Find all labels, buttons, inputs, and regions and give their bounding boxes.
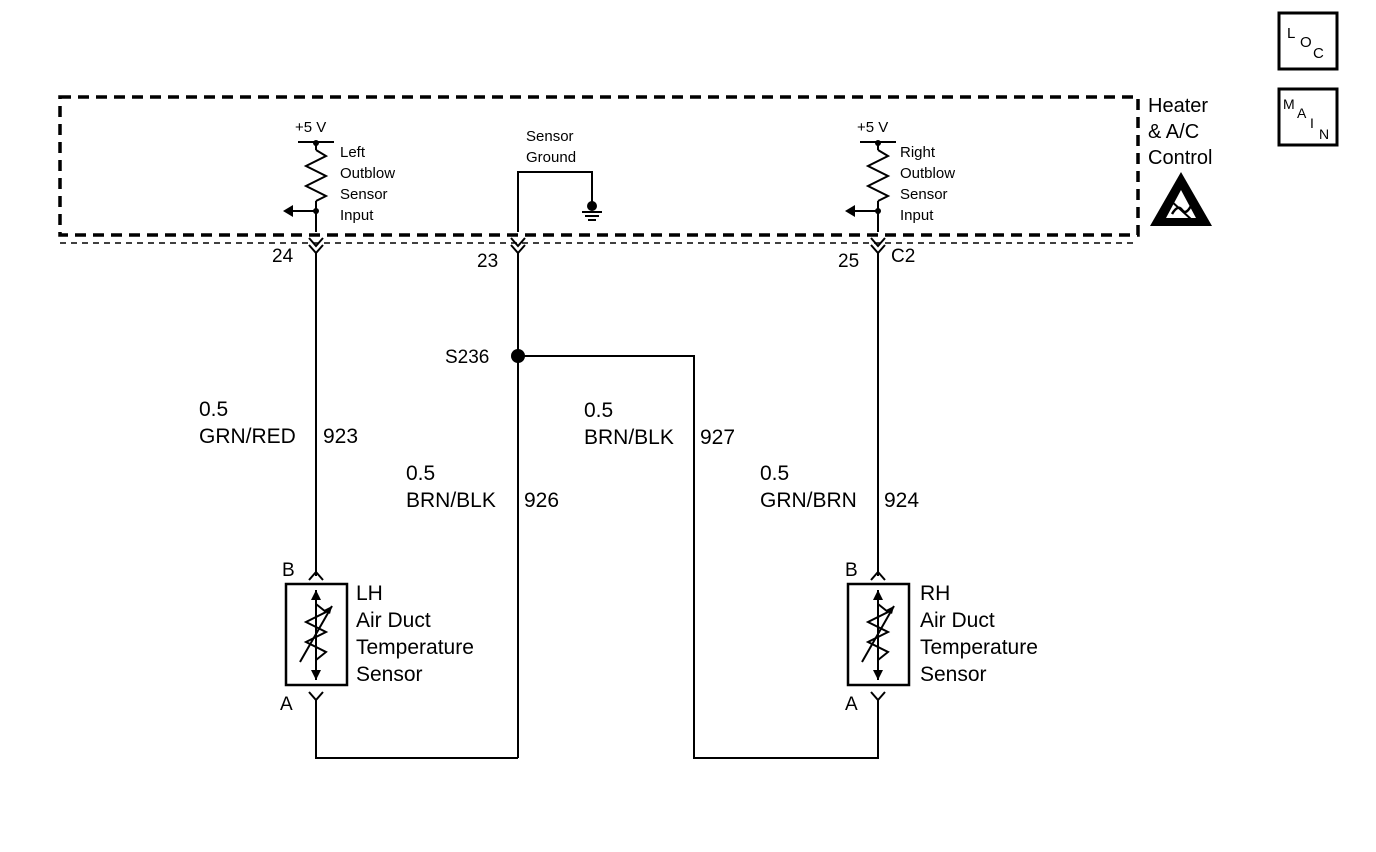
wire-circuit: 927 — [700, 426, 735, 449]
splice-s236: S236 — [445, 347, 525, 368]
wire-circuit: 926 — [524, 489, 559, 512]
splice-label: S236 — [445, 347, 489, 368]
lh-sensor-label: Air Duct — [356, 609, 431, 632]
connector-c2: 24 23 25 C2 — [272, 237, 915, 272]
rh-sensor-label: Temperature — [920, 636, 1038, 659]
rh-sensor-label: Air Duct — [920, 609, 995, 632]
wire-color: BRN/BLK — [584, 426, 674, 449]
wire-926-label: 0.5 BRN/BLK 926 — [406, 462, 559, 512]
main-button-letter: A — [1297, 105, 1307, 121]
main-button-letter: N — [1319, 126, 1329, 142]
left-input-label: Input — [340, 207, 374, 224]
rh-sensor-label: Sensor — [920, 663, 987, 686]
right-input-label: Sensor — [900, 186, 948, 203]
wire-color: BRN/BLK — [406, 489, 496, 512]
left-input-circuit: +5 V Left Outblow Sensor Input — [283, 119, 395, 232]
rh-pin-b-label: B — [845, 560, 858, 581]
wire-size: 0.5 — [406, 462, 435, 485]
esd-warning-icon — [1150, 172, 1212, 226]
wire-927-label: 0.5 BRN/BLK 927 — [584, 399, 735, 449]
right-input-label: Right — [900, 144, 936, 161]
wire-circuit: 924 — [884, 489, 919, 512]
left-input-label: Outblow — [340, 165, 395, 182]
left-supply-label: +5 V — [295, 119, 326, 136]
main-button-letter: M — [1283, 96, 1295, 112]
wire-923-label: 0.5 GRN/RED 923 — [199, 398, 358, 448]
rh-pin-a-label: A — [845, 694, 858, 715]
sensor-ground-label: Ground — [526, 149, 576, 166]
lh-pin-b-label: B — [282, 560, 295, 581]
pin-24-label: 24 — [272, 246, 294, 267]
loc-button-letter: O — [1300, 34, 1312, 51]
wires — [315, 253, 879, 759]
wire-size: 0.5 — [584, 399, 613, 422]
left-input-label: Sensor — [340, 186, 388, 203]
module-name: Heater & A/C Control — [1148, 95, 1212, 169]
wire-color: GRN/RED — [199, 425, 296, 448]
wire-circuit: 923 — [323, 425, 358, 448]
module-boundary — [58, 95, 1140, 244]
right-input-label: Outblow — [900, 165, 955, 182]
lh-air-duct-temperature-sensor: B A LH Air Duct Temperature Sensor — [280, 560, 474, 715]
rh-sensor-label: RH — [920, 582, 950, 605]
lh-sensor-label: Temperature — [356, 636, 474, 659]
loc-button-letter: L — [1287, 25, 1295, 42]
loc-button-letter: C — [1313, 45, 1324, 62]
lh-sensor-label: LH — [356, 582, 383, 605]
module-name-line: & A/C — [1148, 121, 1199, 143]
lh-pin-a-label: A — [280, 694, 293, 715]
sensor-ground-circuit: Sensor Ground — [517, 128, 602, 232]
connector-c2-label: C2 — [891, 246, 915, 267]
right-supply-label: +5 V — [857, 119, 888, 136]
right-input-circuit: +5 V Right Outblow Sensor Input — [845, 119, 955, 232]
pin-25-label: 25 — [838, 251, 859, 272]
module-name-line: Control — [1148, 147, 1212, 169]
loc-button[interactable]: L O C — [1277, 11, 1339, 71]
rh-air-duct-temperature-sensor: B A RH Air Duct Temperature Sensor — [845, 560, 1038, 715]
main-button[interactable]: M A I N — [1277, 87, 1339, 147]
left-input-label: Left — [340, 144, 366, 161]
main-button-letter: I — [1310, 115, 1314, 131]
wire-size: 0.5 — [199, 398, 228, 421]
wire-924-label: 0.5 GRN/BRN 924 — [760, 462, 919, 512]
right-input-label: Input — [900, 207, 934, 224]
module-name-line: Heater — [1148, 95, 1208, 117]
wire-size: 0.5 — [760, 462, 789, 485]
wire-color: GRN/BRN — [760, 489, 857, 512]
sensor-ground-label: Sensor — [526, 128, 574, 145]
lh-sensor-label: Sensor — [356, 663, 423, 686]
pin-23-label: 23 — [477, 251, 498, 272]
